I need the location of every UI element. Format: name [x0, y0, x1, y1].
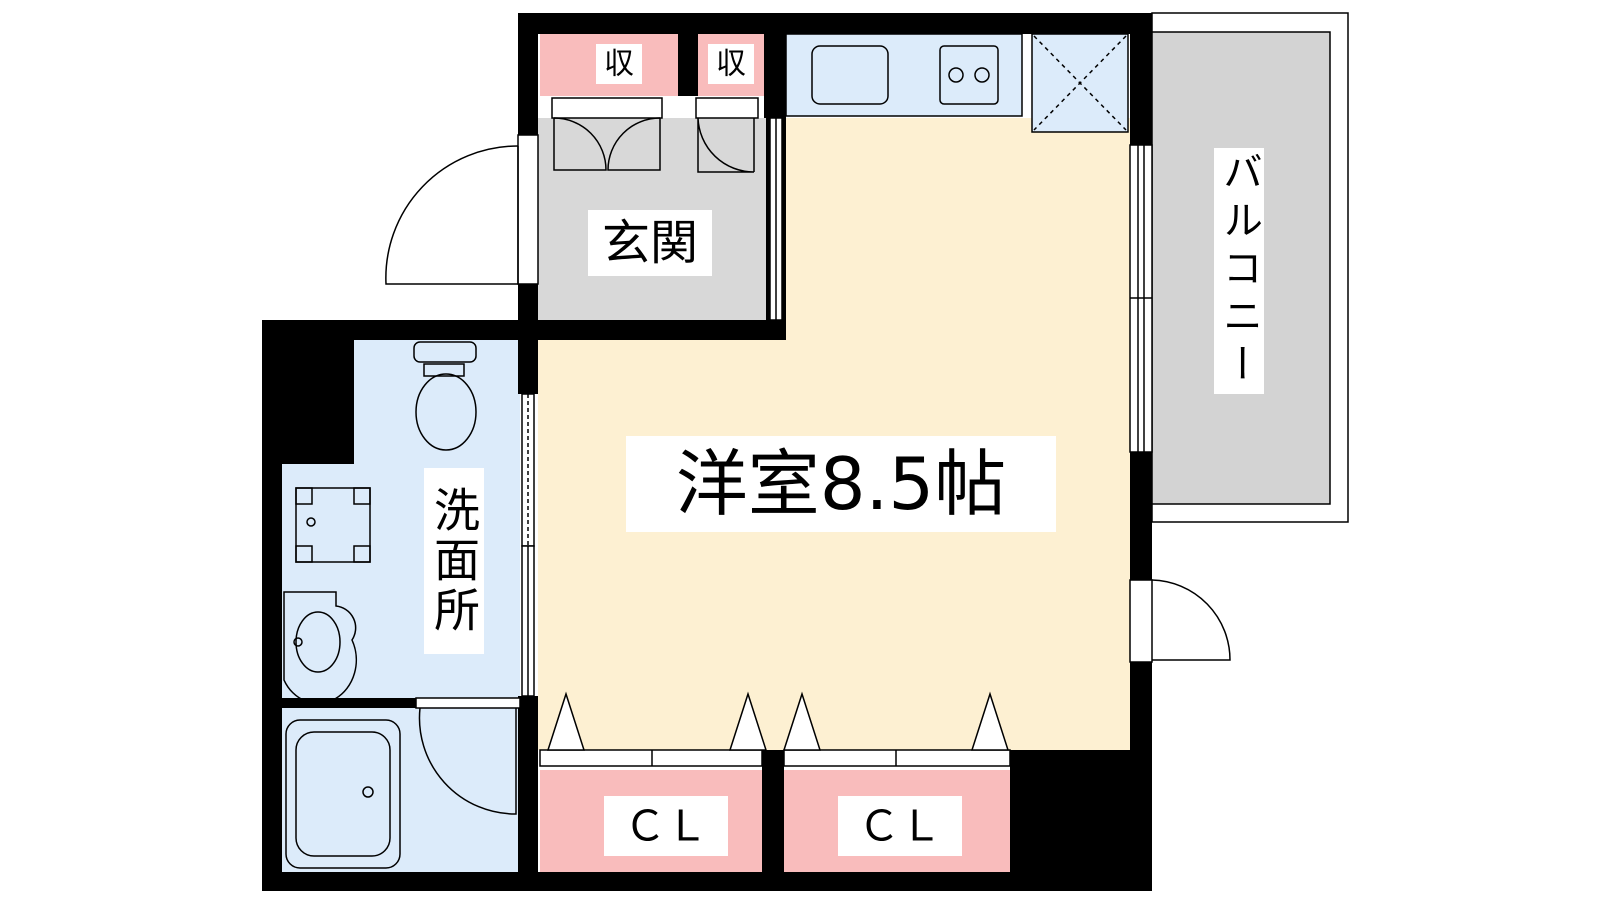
closet-doors: [539, 691, 1011, 767]
kitchen-sink: [811, 45, 889, 105]
wall-right-mid: [1130, 452, 1152, 580]
side-door-swing: [1151, 579, 1231, 661]
labels: 洋室8.5帖 玄関 収 収 ＣＬ ＣＬ 洗面所 バルコニー: [424, 44, 1264, 856]
wall-top: [518, 13, 1152, 34]
wall-wash-top: [262, 320, 786, 340]
washing-machine: [295, 487, 371, 563]
wall-storage-mid: [678, 13, 698, 96]
wall-right-upper: [1130, 13, 1152, 145]
storage-left-label: 収: [604, 47, 634, 82]
wall-partition-upper: [518, 340, 538, 394]
stove: [939, 45, 999, 105]
front-door-swing: [385, 145, 519, 285]
wall-corner-block: [1010, 750, 1152, 872]
wall-partition-lower: [518, 696, 538, 736]
wall-closet-divider: [762, 750, 784, 872]
washroom-label: 洗面所: [427, 486, 481, 636]
closet-left-label: ＣＬ: [624, 802, 708, 851]
wash-basin: [283, 591, 358, 705]
wall-wash-corner: [262, 340, 354, 464]
wall-storage-right: [764, 13, 786, 118]
burner-left: [948, 67, 964, 83]
toilet-tank: [413, 341, 477, 363]
kitchen-counter: [785, 33, 1023, 117]
wall-partition-bath: [518, 736, 538, 872]
storage-right-label: 収: [716, 47, 746, 82]
floors: [282, 12, 1349, 872]
fixtures: [283, 35, 1127, 869]
closet-right-label: ＣＬ: [858, 802, 942, 851]
entrance-label: 玄関: [602, 215, 698, 271]
western-room-label: 洋室8.5帖: [676, 442, 1007, 526]
wall-bottom: [262, 872, 1152, 891]
bathtub: [285, 719, 401, 869]
wall-bath-top: [282, 698, 416, 708]
burner-right: [974, 67, 990, 83]
storage-doors: [551, 97, 759, 173]
toilet-bowl: [415, 373, 477, 451]
doors: [385, 117, 1231, 815]
windows: [1129, 144, 1153, 453]
bath-floor: [282, 708, 520, 872]
balcony-label: バルコニー: [1216, 151, 1262, 391]
bath-door-swing: [418, 707, 517, 815]
wall-left-upper: [518, 13, 538, 135]
